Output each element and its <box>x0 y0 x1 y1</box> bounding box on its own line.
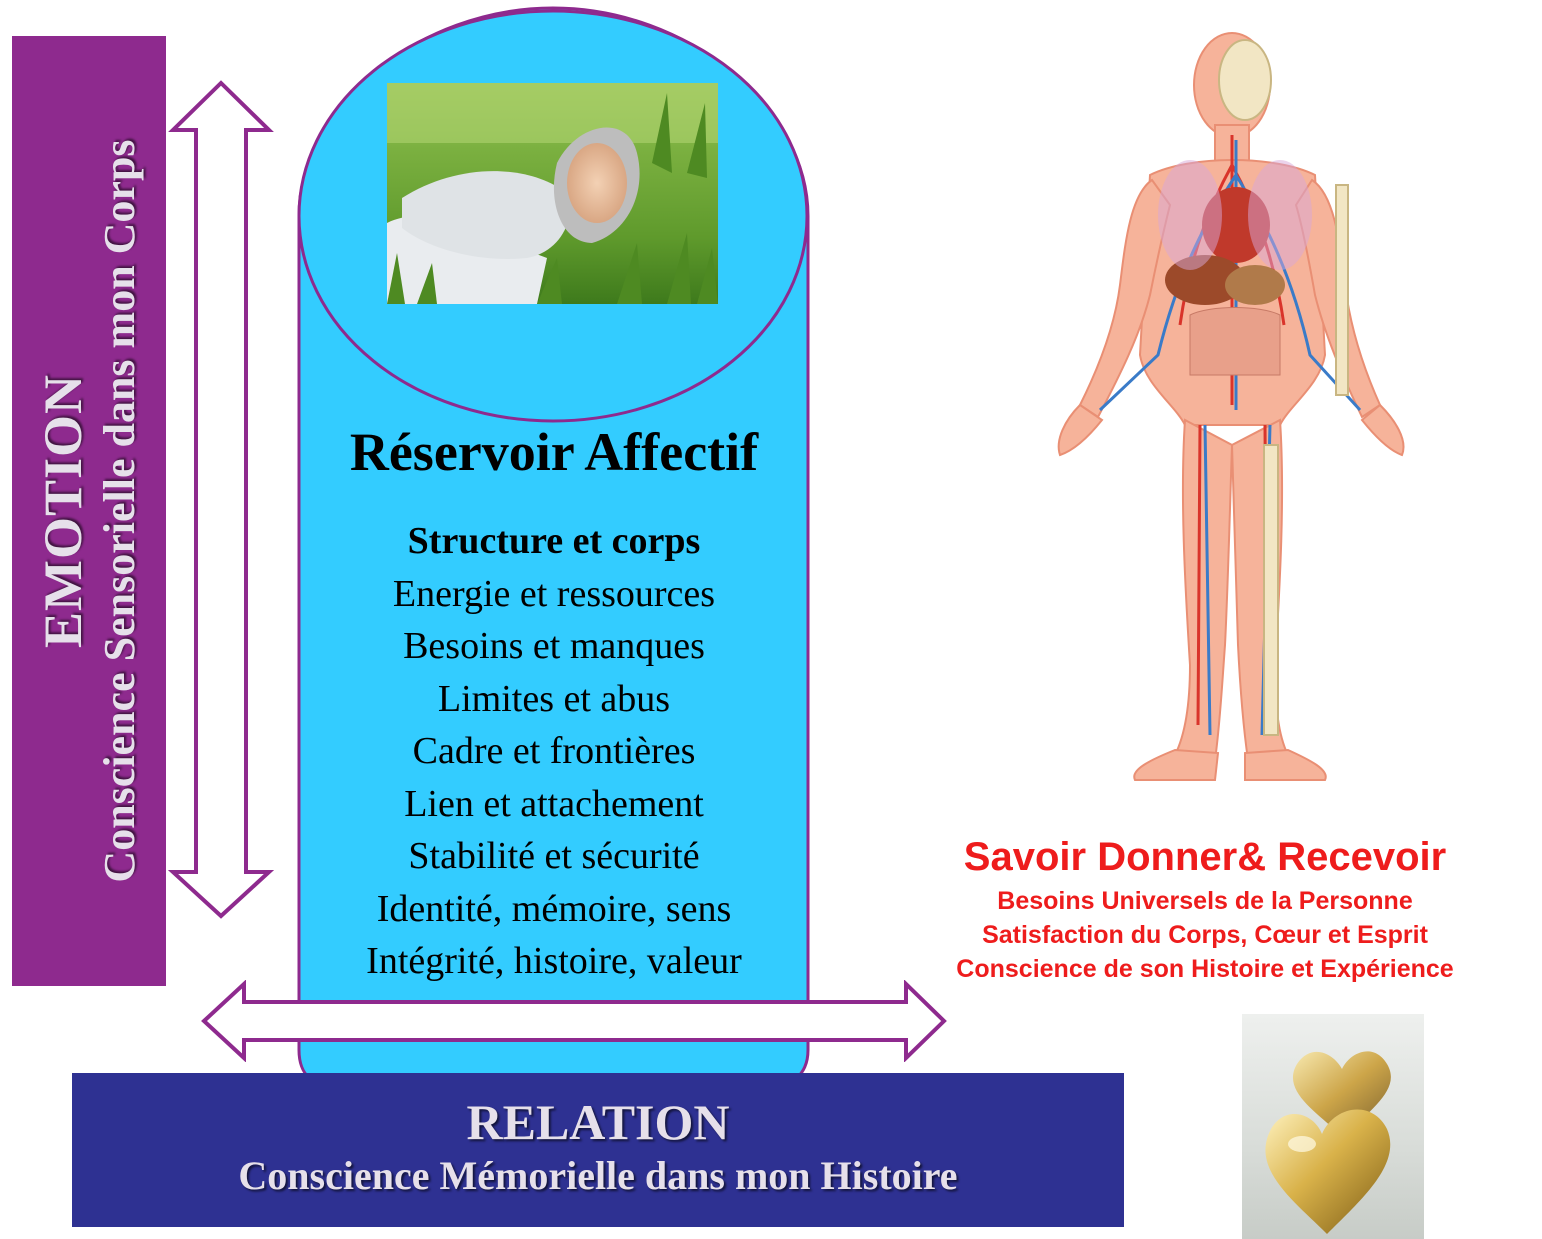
emotion-title: EMOTION <box>32 36 94 986</box>
reservoir-item: Identité, mémoire, sens <box>298 883 810 936</box>
reservoir-item: Stabilité et sécurité <box>298 830 810 883</box>
savoir-line: Satisfaction du Corps, Cœur et Esprit <box>872 918 1538 952</box>
reservoir-item: Besoins et manques <box>298 620 810 673</box>
savoir-title: Savoir Donner& Recevoir <box>872 833 1538 881</box>
savoir-lines: Besoins Universels de la Personne Satisf… <box>872 884 1538 986</box>
relation-bar: RELATION Conscience Mémorielle dans mon … <box>72 1073 1124 1227</box>
relation-subtitle: Conscience Mémorielle dans mon Histoire <box>72 1151 1124 1201</box>
reservoir-item: Energie et ressources <box>298 568 810 621</box>
reservoir-item: Lien et attachement <box>298 778 810 831</box>
emotion-subtitle: Conscience Sensorielle dans mon Corps <box>94 36 146 986</box>
reservoir-list: Structure et corps Energie et ressources… <box>298 515 810 988</box>
savoir-line: Besoins Universels de la Personne <box>872 884 1538 918</box>
woman-lying-in-grass-photo <box>387 83 718 304</box>
savoir-line: Conscience de son Histoire et Expérience <box>872 952 1538 986</box>
vertical-double-arrow <box>168 80 274 920</box>
reservoir-item: Structure et corps <box>298 515 810 568</box>
gold-hearts-photo <box>1242 1014 1424 1239</box>
reservoir-item: Cadre et frontières <box>298 725 810 778</box>
human-anatomy-illustration <box>1040 25 1420 795</box>
emotion-label-group: EMOTION Conscience Sensorielle dans mon … <box>32 36 146 986</box>
emotion-bar: EMOTION Conscience Sensorielle dans mon … <box>12 36 166 986</box>
relation-title: RELATION <box>72 1093 1124 1151</box>
horizontal-double-arrow <box>200 980 948 1062</box>
reservoir-item: Limites et abus <box>298 673 810 726</box>
reservoir-title: Réservoir Affectif <box>298 420 810 484</box>
